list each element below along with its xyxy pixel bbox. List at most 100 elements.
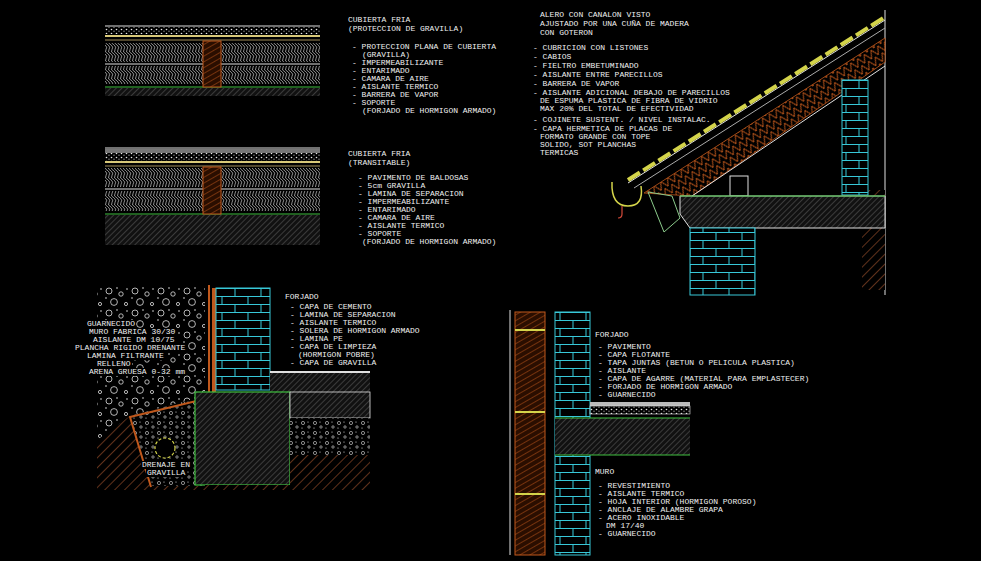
callout-label: - ACERO INOXIDABLE [598,514,684,522]
callout-label: - FORJADO DE HORMIGON ARMADO [598,383,732,391]
floor-finish [590,402,690,406]
layer-line [105,26,320,27]
callout-label: - GUARNECIDO [598,530,656,538]
board-line [105,40,320,41]
gutter-outlet [618,206,622,218]
gutter [612,182,642,206]
footing [195,392,290,485]
roof-walkable-section [105,148,320,245]
callout-label: FORJADO [285,293,319,301]
bearing-block [730,176,748,196]
callout-label: PLANCHA RIGIDO DRENANTE [74,344,186,352]
callout-label: FORJADO [595,331,629,339]
callout-label: MURO [595,468,614,476]
tie-mark [515,411,545,413]
brick-wall [690,228,755,295]
callout-label: - AISLANTE TERMICO [598,490,684,498]
callout-label: - CAMARA DE AIRE [358,214,435,222]
callout-label: - CAPA FLOTANTE [598,351,670,359]
callout-label: (GRAVILLA) [362,51,410,59]
callout-label: - PROTECCION PLANA DE CUBIERTA [352,43,496,51]
callout-label: SOLIDO, SOT PLANCHAS [540,141,636,149]
screed-line [270,371,370,373]
floor-slab [555,418,690,455]
slab [680,196,885,228]
callout-label: - CAPA HERMETICA DE PLACAS DE [533,125,672,133]
callout-label: - AISLANTE TERMICO [290,319,376,327]
callout-label: DRENAJE EN [141,461,191,469]
callout-label: - AISLANTE TERMICO [358,222,444,230]
callout-label: AISLANTE DM 10/75 [92,336,176,344]
callout-label: - ENTARIMADO [352,67,410,75]
callout-label: CUBIERTA FRIA [348,16,410,24]
callout-label: GUARNECIDO [86,320,136,328]
callout-label: - SOPORTE [352,99,395,107]
callout-label: GRAVILLA [146,469,186,477]
tie-mark [515,493,545,495]
membrane-line [105,35,320,37]
callout-label: DM 17/40 [606,522,644,530]
callout-label: - GUARNECIDO [598,391,656,399]
callout-label: (HORMIGON POBRE) [298,351,375,359]
gravel-layer [105,153,320,161]
callout-label: RELLENO [96,360,132,368]
layer-line [105,148,320,149]
ground-hatch [97,285,205,490]
callout-label: - LAMINA PE [290,335,343,343]
callout-label: ARENA GRUESA 0-32 mm [88,368,186,376]
callout-label: CUBIERTA FRIA [348,150,410,158]
callout-label: - AISLANTE TERMICO [352,83,438,91]
wall-floor-section [510,310,690,555]
brick-wall [842,80,868,195]
callout-label: - IMPERMEABILIZANTE [352,59,443,67]
callout-label: - HOJA INTERIOR (HORMIGON POROSO) [598,498,756,506]
drainage-gravel [130,396,205,486]
callout-label: MAX 20% DEL TOTAL DE EFECTIVIDAD [540,105,694,113]
callout-label: - BARRERA DE VAPOR [533,80,619,88]
callout-label: TERMICAS [540,149,578,157]
tile-layer [105,149,320,153]
callout-label: - LAMINA DE SEPARACION [358,190,464,198]
drain-pipe [155,438,175,458]
callout-label: - CAPA DE GRAVILLA [290,359,376,367]
callout-label: - CAPA DE LIMPIEZA [290,343,376,351]
callout-label: - ANCLAJE DE ALAMBRE GRAPA [598,506,723,514]
board-line [105,166,320,167]
callout-label: - ENTARIMADO [358,206,416,214]
callout-label: - BARRERA DE VAPOR [352,91,438,99]
callout-label: AJUSTADO POR UNA CUÑA DE MADERA [540,20,689,28]
gravel-bed [290,418,370,455]
timber-joist [203,41,221,87]
callout-label: - FIELTRO EMBETUMINADO [533,62,639,70]
callout-label: - COJINETE SUSTENT. / NIVEL INSTALAC. [533,116,711,124]
insulation-board [212,288,216,392]
callout-label: (PROTECCION DE GRAVILLA) [348,25,463,33]
brick-wall [216,288,270,390]
fascia-wedge [648,192,680,232]
callout-label: - PAVIMENTO [598,343,651,351]
ground-hatch [205,485,370,490]
callout-label: - CAMARA DE AIRE [352,75,429,83]
callout-label: - CAPA DE AGARRE (MATERIAL PARA EMPLASTE… [598,375,809,383]
callout-label: - IMPERMEABILIZANTE [358,198,449,206]
callout-label: (TRANSITABLE) [348,159,410,167]
callout-label: - LAMINA DE SEPARACION [290,311,396,319]
callout-label: - REVESTIMIENTO [598,482,670,490]
callout-label: ALERO CON CANALON VISTO [540,11,650,19]
outer-leaf [515,312,545,555]
rafter-line [692,66,885,196]
blinding-layer [290,392,370,418]
callout-label: - SOPORTE [358,230,401,238]
callout-label: - AISLANTE ADICIONAL DEBAJO DE PARECILLO… [533,89,730,97]
slab-edge [555,417,690,418]
roof-gravel-section [105,26,320,96]
membrane-line [105,161,320,163]
slab [105,215,320,245]
timber-joist [203,167,221,214]
slab-edge [555,454,690,455]
callout-label: - AISLANTE [598,367,646,375]
callout-label: - SOLERA DE HORMIGON ARMADO [290,327,420,335]
ground-hatch [290,455,370,485]
callout-label: LAMINA FILTRANTE [86,352,165,360]
